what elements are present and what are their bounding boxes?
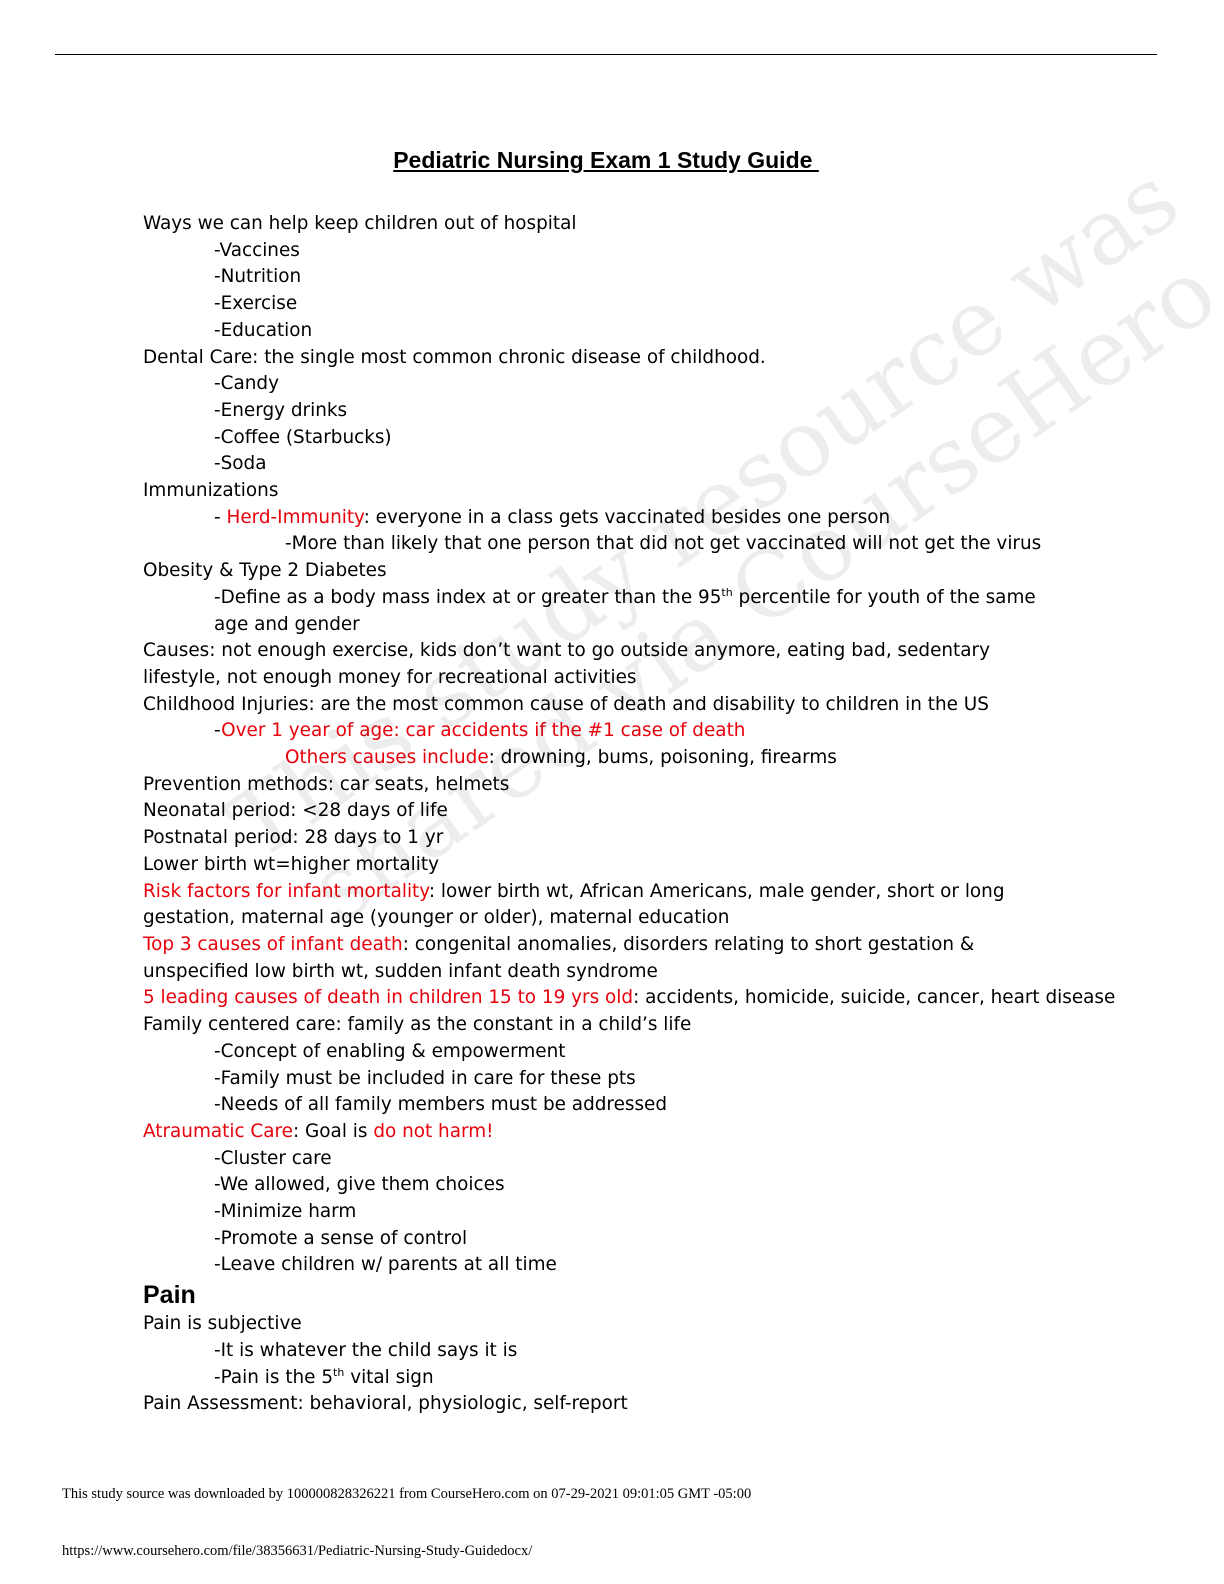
text-line: Prevention methods: car seats, helmets xyxy=(143,773,510,795)
highlight-term: Over 1 year of age: car accidents if the… xyxy=(221,720,746,742)
text-span: : drowning, bums, poisoning, firearms xyxy=(488,747,837,769)
text-span: : congenital anomalies, disorders relati… xyxy=(143,933,975,982)
text-span: percentile for youth of the same age and… xyxy=(214,586,1036,635)
text-line: Family centered care: family as the cons… xyxy=(143,1014,692,1036)
list-item: -Define as a body mass index at or great… xyxy=(143,585,1073,638)
list-item: -Family must be included in care for the… xyxy=(214,1067,636,1089)
text-line: Pain is subjective xyxy=(143,1313,302,1335)
text-line: Causes: not enough exercise, kids don’t … xyxy=(143,640,990,688)
highlight-term: Top 3 causes of infant death xyxy=(143,933,403,955)
text-span: : accidents, homicide, suicide, cancer, … xyxy=(633,987,1116,1009)
text-line: Childhood Injuries: are the most common … xyxy=(143,693,989,715)
list-item: -Leave children w/ parents at all time xyxy=(214,1254,557,1276)
top-rule xyxy=(55,54,1157,55)
text-line: Neonatal period: <28 days of life xyxy=(143,800,448,822)
list-item: -Education xyxy=(214,319,313,341)
highlight-term: Herd-Immunity xyxy=(226,506,364,528)
text-span: - xyxy=(214,720,222,742)
superscript: th xyxy=(333,1365,345,1379)
highlight-term: do not harm! xyxy=(373,1120,494,1142)
list-item: -Nutrition xyxy=(214,266,302,288)
list-item: -It is whatever the child says it is xyxy=(214,1339,518,1361)
text-span: vital sign xyxy=(344,1366,434,1388)
list-item: -More than likely that one person that d… xyxy=(285,533,1042,555)
download-note: This study source was downloaded by 1000… xyxy=(62,1486,752,1502)
text-line: Pain Assessment: behavioral, physiologic… xyxy=(143,1393,628,1415)
superscript: th xyxy=(721,585,733,599)
highlight-term: Risk factors for infant mortality xyxy=(143,880,429,902)
source-url[interactable]: https://www.coursehero.com/file/38356631… xyxy=(62,1543,533,1559)
text-line: Immunizations xyxy=(143,480,279,502)
text-line: Obesity & Type 2 Diabetes xyxy=(143,560,387,582)
list-item: -Soda xyxy=(214,453,267,475)
text-span: -Pain is the 5 xyxy=(214,1366,334,1388)
list-item: -Vaccines xyxy=(214,239,300,261)
list-item: -Coffee (Starbucks) xyxy=(214,426,392,448)
text-span: : everyone in a class gets vaccinated be… xyxy=(363,506,891,528)
text-line: Atraumatic Care: Goal is do not harm! xyxy=(143,1119,1073,1146)
list-item: -Cluster care xyxy=(214,1147,332,1169)
list-item: -Candy xyxy=(214,373,279,395)
document-body: Ways we can help keep children out of ho… xyxy=(143,211,1115,1418)
text-line: Ways we can help keep children out of ho… xyxy=(143,213,577,234)
highlight-term: Atraumatic Care xyxy=(143,1120,293,1142)
list-item: -Promote a sense of control xyxy=(214,1227,468,1249)
text-line: Top 3 causes of infant death: congenital… xyxy=(143,932,1073,985)
highlight-term: 5 leading causes of death in children 15… xyxy=(143,987,634,1009)
list-item: -Needs of all family members must be add… xyxy=(214,1094,668,1116)
list-item: Others causes include: drowning, bums, p… xyxy=(143,745,1073,772)
text-span: - xyxy=(214,506,227,528)
list-item: -Exercise xyxy=(214,293,298,315)
section-heading-pain: Pain xyxy=(143,1281,196,1310)
list-item: -Over 1 year of age: car accidents if th… xyxy=(143,718,1073,745)
list-item: -Energy drinks xyxy=(214,399,348,421)
text-line: Risk factors for infant mortality: lower… xyxy=(143,879,1073,932)
document-title: Pediatric Nursing Exam 1 Study Guide xyxy=(393,147,819,173)
list-item: -Concept of enabling & empowerment xyxy=(214,1040,566,1062)
list-item: - Herd-Immunity: everyone in a class get… xyxy=(143,505,1073,532)
list-item: -We allowed, give them choices xyxy=(214,1174,505,1196)
text-line: Postnatal period: 28 days to 1 yr xyxy=(143,827,444,849)
text-span: -Define as a body mass index at or great… xyxy=(214,586,722,608)
text-line: Lower birth wt=higher mortality xyxy=(143,853,439,875)
highlight-term: Others causes include xyxy=(285,747,489,769)
list-item: -Pain is the 5th vital sign xyxy=(143,1365,1073,1392)
text-span: : lower birth wt, African Americans, mal… xyxy=(143,880,1005,929)
text-line: 5 leading causes of death in children 15… xyxy=(143,985,1115,1012)
text-line: Dental Care: the single most common chro… xyxy=(143,346,766,368)
text-span: : Goal is xyxy=(293,1120,374,1142)
list-item: -Minimize harm xyxy=(214,1201,357,1223)
